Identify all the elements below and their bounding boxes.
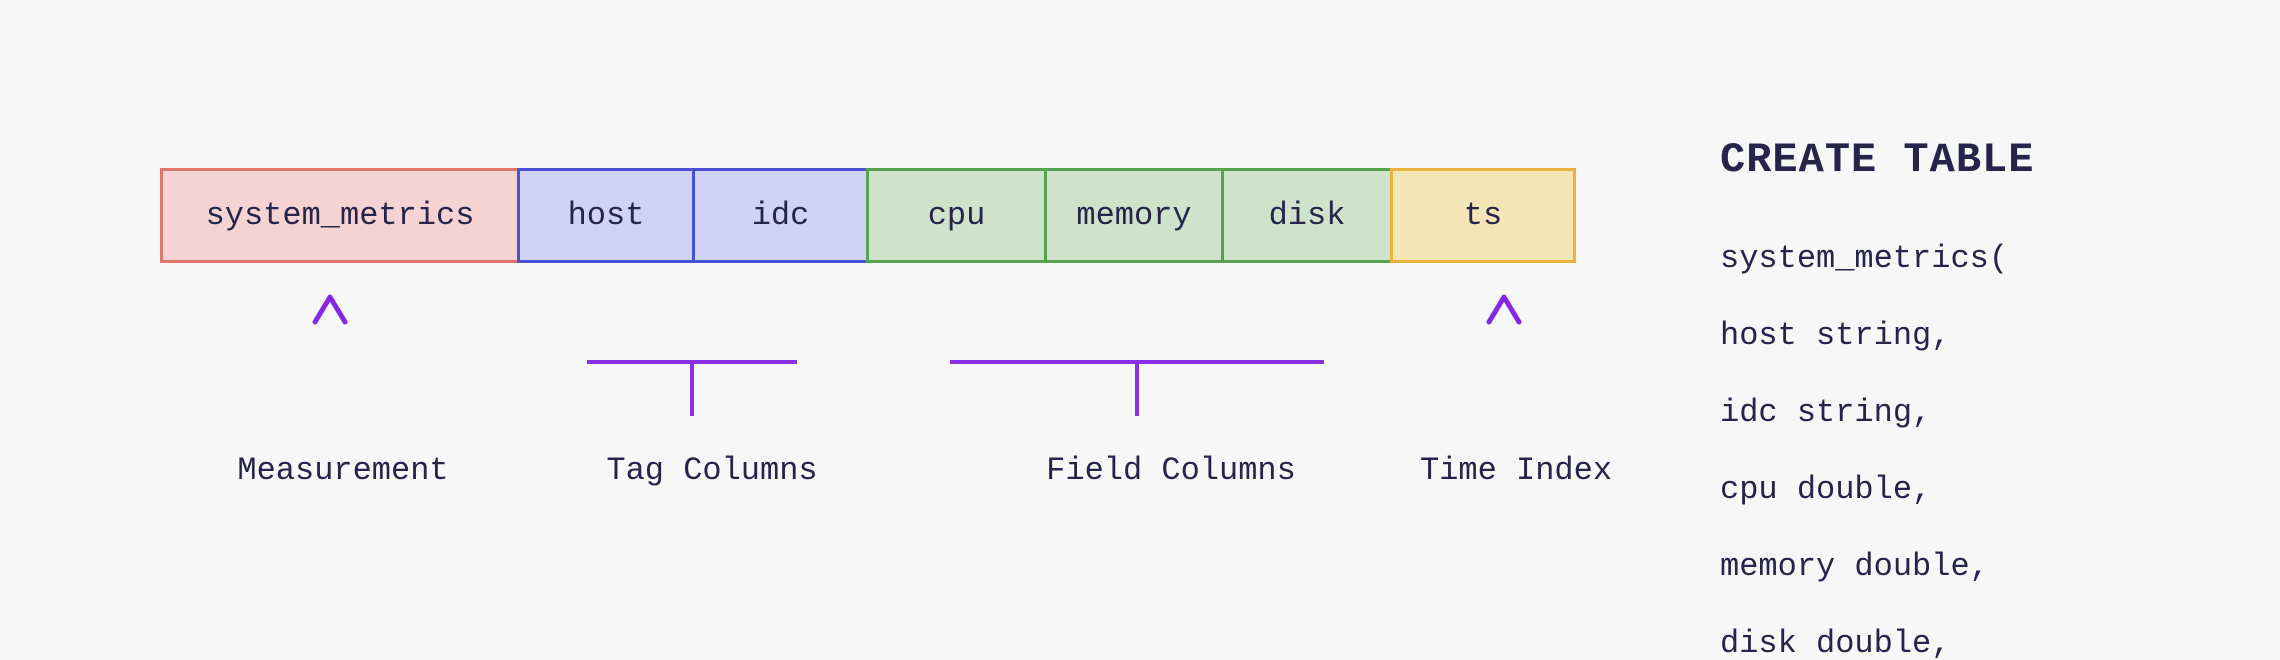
table-row: system_metrics host idc cpu memory disk … <box>160 168 1576 263</box>
field-column-box-disk: disk <box>1221 168 1393 263</box>
sql-line: host string, <box>1720 317 1951 354</box>
time-index-up-arrow-icon <box>1486 294 1522 414</box>
time-index-box: ts <box>1390 168 1576 263</box>
tag-columns-bracket-icon <box>587 300 797 416</box>
tag-column-label: host <box>567 197 645 234</box>
field-column-label: cpu <box>927 197 986 234</box>
tag-column-label: idc <box>751 197 810 234</box>
field-column-label: memory <box>1076 197 1192 234</box>
field-columns-label: Field Columns <box>1046 452 1296 489</box>
measurement-label: Measurement <box>237 452 449 489</box>
sql-line: system_metrics( <box>1720 240 2009 277</box>
field-column-box-cpu: cpu <box>866 168 1047 263</box>
field-column-label: disk <box>1268 197 1346 234</box>
measurement-box: system_metrics <box>160 168 520 263</box>
create-table-snippet: CREATE TABLE system_metrics( host string… <box>1720 100 2181 660</box>
tag-columns-label: Tag Columns <box>606 452 818 489</box>
measurement-box-label: system_metrics <box>205 197 475 234</box>
sql-title: CREATE TABLE <box>1720 136 2035 184</box>
sql-line: disk double, <box>1720 625 1951 660</box>
time-index-label: Time Index <box>1419 452 1613 489</box>
time-index-box-label: ts <box>1463 197 1503 234</box>
measurement-up-arrow-icon <box>312 294 348 414</box>
sql-line: memory double, <box>1720 548 1989 585</box>
tag-column-box-host: host <box>517 168 695 263</box>
field-column-box-memory: memory <box>1044 168 1224 263</box>
field-columns-bracket-icon <box>950 299 1324 416</box>
sql-line: cpu double, <box>1720 471 1932 508</box>
sql-line: idc string, <box>1720 394 1932 431</box>
